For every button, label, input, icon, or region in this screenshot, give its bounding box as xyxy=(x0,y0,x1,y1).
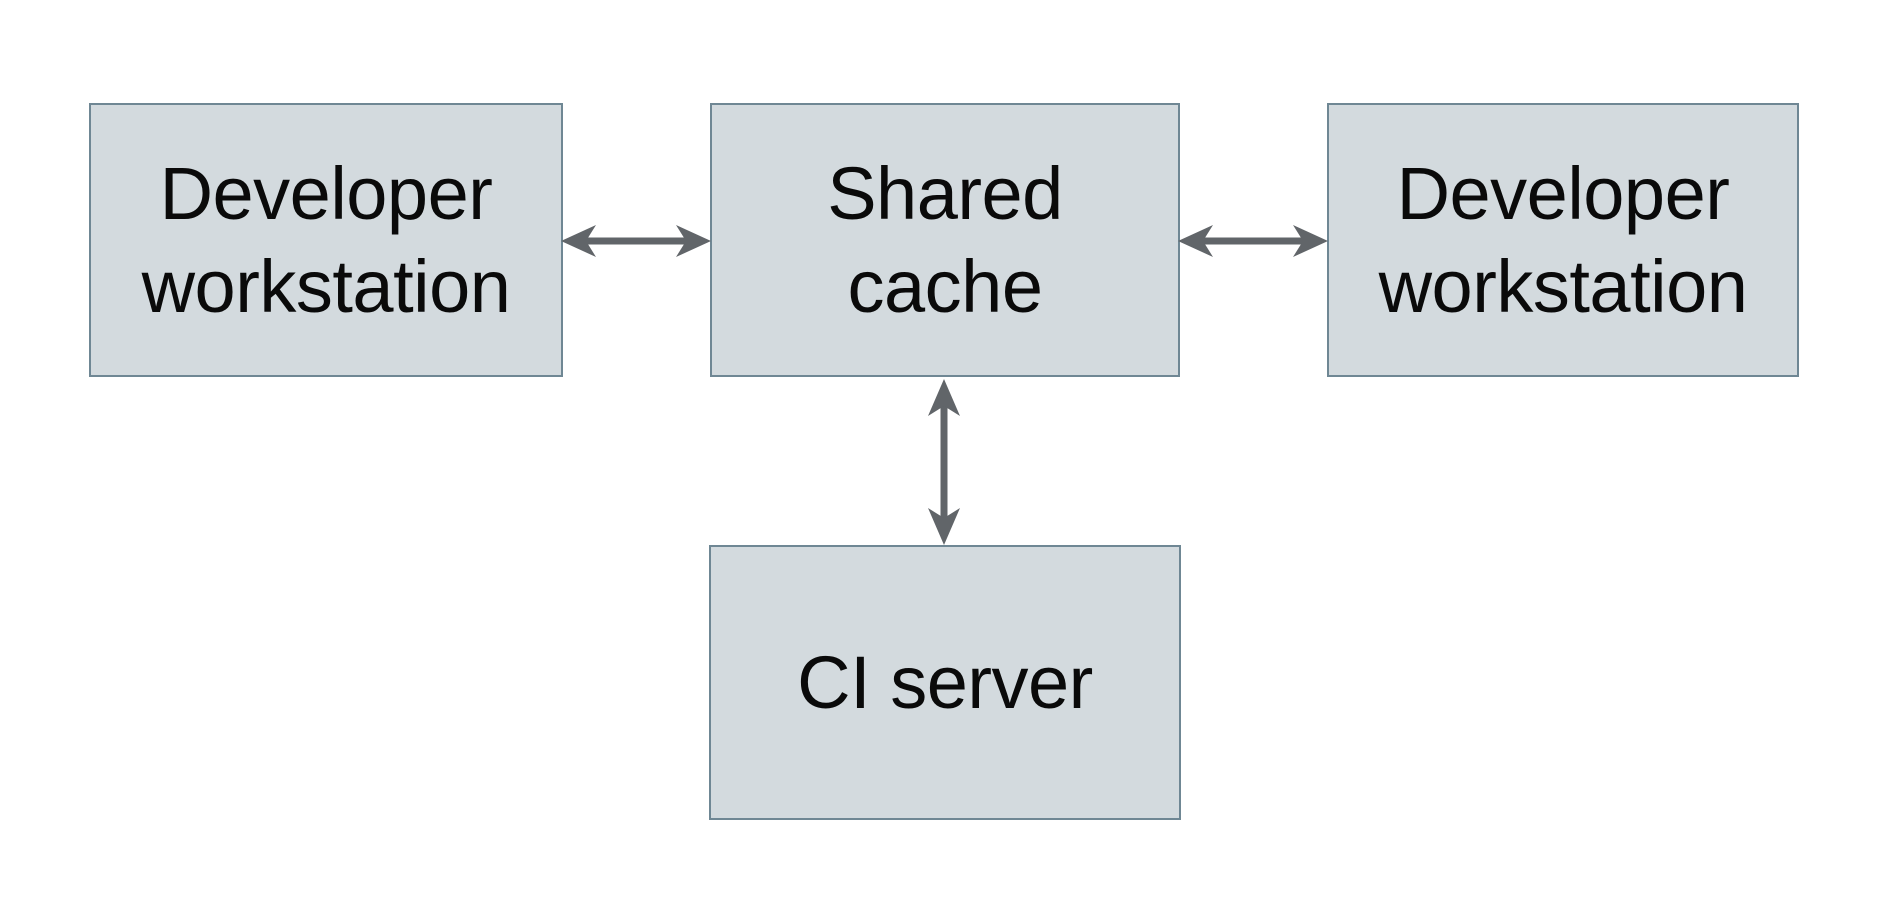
double-arrow-left-workstation-shared-cache xyxy=(561,225,711,257)
node-label-developer-workstation-left: Developer workstation xyxy=(141,151,511,328)
node-shared-cache: Shared cache xyxy=(710,103,1180,377)
node-ci-server: CI server xyxy=(709,545,1181,820)
node-label-shared-cache: Shared cache xyxy=(827,151,1063,328)
node-developer-workstation-right: Developer workstation xyxy=(1327,103,1799,377)
node-developer-workstation-left: Developer workstation xyxy=(89,103,563,377)
double-arrow-shared-cache-ci-server xyxy=(928,379,960,545)
node-label-developer-workstation-right: Developer workstation xyxy=(1378,151,1748,328)
double-arrow-shared-cache-right-workstation xyxy=(1178,225,1328,257)
node-label-ci-server: CI server xyxy=(797,640,1093,724)
